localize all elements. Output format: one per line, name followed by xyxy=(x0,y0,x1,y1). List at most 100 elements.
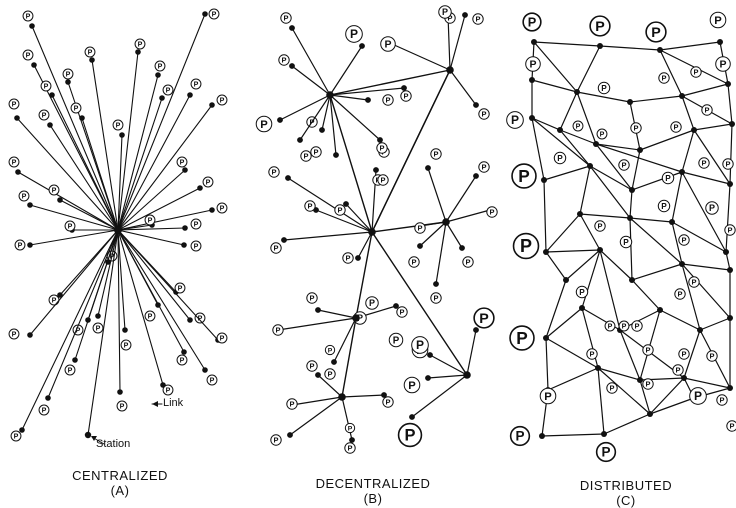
link-line xyxy=(51,94,119,231)
station-icon: P xyxy=(22,10,34,22)
node-dot xyxy=(637,377,643,383)
station-icon: P xyxy=(365,296,379,310)
svg-text:P: P xyxy=(281,56,286,65)
link-line xyxy=(629,217,633,281)
station-label: Station xyxy=(96,438,131,450)
link-line xyxy=(29,229,119,246)
station-icon: P xyxy=(268,166,280,178)
node-dot xyxy=(401,85,407,91)
station-icon: P xyxy=(176,354,188,366)
link-line xyxy=(117,104,213,231)
station-icon: P xyxy=(678,234,690,246)
svg-text:P: P xyxy=(158,62,163,70)
link-line xyxy=(329,94,337,156)
svg-text:P: P xyxy=(303,152,308,161)
station-icon: P xyxy=(306,292,318,304)
node-dot xyxy=(417,243,423,249)
link-line xyxy=(576,45,601,93)
link-line xyxy=(619,329,641,381)
link-line xyxy=(681,129,695,173)
link-line xyxy=(547,367,599,391)
station-icon: P xyxy=(84,46,96,58)
station-icon: P xyxy=(478,108,490,120)
node-dot xyxy=(727,315,733,321)
station-icon: P xyxy=(642,344,654,356)
svg-text:P: P xyxy=(68,222,73,230)
node-dot xyxy=(15,169,21,175)
node-dot xyxy=(577,211,583,217)
station-icon: P xyxy=(8,156,20,168)
node-dot xyxy=(182,167,188,173)
station-icon: P xyxy=(630,122,642,134)
link-line xyxy=(531,117,561,131)
node-dot xyxy=(277,117,283,123)
station-icon: P xyxy=(162,384,174,396)
station-icon: P xyxy=(190,240,202,252)
station-icon: P xyxy=(618,320,630,332)
link-line xyxy=(533,41,578,93)
svg-text:P: P xyxy=(96,324,101,332)
link-line xyxy=(545,279,567,339)
station-icon: P xyxy=(190,78,202,90)
link-line xyxy=(345,203,373,233)
caption-distributed: DISTRIBUTED (C) xyxy=(516,478,736,508)
link-line xyxy=(117,74,159,231)
station-icon: P xyxy=(575,285,589,299)
node-dot xyxy=(289,63,295,69)
svg-text:P: P xyxy=(681,350,686,359)
station-icon: P xyxy=(397,422,423,448)
svg-text:P: P xyxy=(350,27,358,41)
svg-text:P: P xyxy=(12,330,17,338)
node-dot xyxy=(197,185,203,191)
node-dot xyxy=(463,371,471,379)
svg-text:P: P xyxy=(518,166,530,186)
link-line xyxy=(579,213,631,219)
svg-text:P: P xyxy=(608,322,613,330)
link-line xyxy=(287,177,373,233)
node-dot xyxy=(45,395,51,401)
svg-text:P: P xyxy=(76,326,81,334)
link-line xyxy=(117,51,139,231)
station-icon: P xyxy=(310,146,322,158)
station-icon: P xyxy=(430,148,442,160)
station-icon: P xyxy=(506,111,524,129)
link-line xyxy=(117,13,206,231)
link-line xyxy=(117,134,123,231)
svg-text:P: P xyxy=(633,124,638,133)
node-dot xyxy=(114,226,122,234)
station-icon: P xyxy=(597,81,611,95)
node-dot xyxy=(315,372,321,378)
station-icon: P xyxy=(715,56,731,72)
svg-text:P: P xyxy=(12,158,17,166)
svg-text:P: P xyxy=(677,290,682,299)
node-dot xyxy=(541,177,547,183)
node-dot xyxy=(597,43,603,49)
svg-text:P: P xyxy=(307,202,312,211)
svg-text:P: P xyxy=(595,19,605,35)
link-line xyxy=(411,374,468,418)
station-icon: P xyxy=(689,387,707,405)
link-line xyxy=(545,251,567,281)
svg-text:P: P xyxy=(345,254,350,263)
node-dot xyxy=(27,202,33,208)
node-dot xyxy=(377,137,383,143)
link-line xyxy=(683,329,701,379)
svg-text:P: P xyxy=(273,244,278,253)
svg-text:P: P xyxy=(404,427,415,445)
svg-text:P: P xyxy=(328,347,333,354)
link-line xyxy=(329,45,363,96)
link-line xyxy=(659,309,701,331)
svg-text:P: P xyxy=(520,236,532,256)
station-icon: P xyxy=(64,364,76,376)
svg-text:P: P xyxy=(665,174,671,183)
caption-centralized: CENTRALIZED (A) xyxy=(10,468,230,498)
node-dot xyxy=(47,122,53,128)
station-icon: P xyxy=(154,60,166,72)
link-line xyxy=(543,165,591,181)
svg-text:P: P xyxy=(357,313,363,323)
node-dot xyxy=(155,72,161,78)
link-line xyxy=(445,175,477,223)
svg-text:P: P xyxy=(661,74,666,83)
